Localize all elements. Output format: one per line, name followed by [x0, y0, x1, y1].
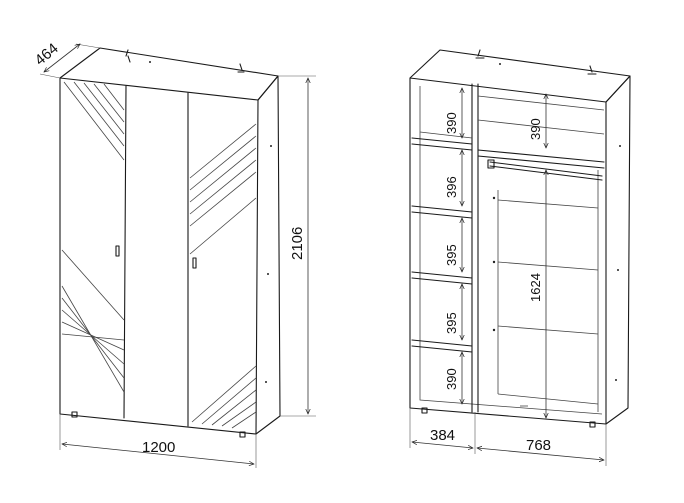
open-foot-left	[421, 407, 428, 414]
top-panel	[59, 47, 279, 101]
open-side-dot-3	[615, 379, 617, 381]
width-dim-line	[62, 444, 254, 464]
inner-dot-1	[492, 196, 496, 200]
side-dot-3	[265, 381, 267, 383]
handle-right	[192, 257, 197, 269]
rail-bracket-left	[487, 159, 495, 169]
top-dot	[149, 61, 151, 63]
open-carcass-front	[409, 77, 607, 425]
hanging-label: 1624	[528, 273, 543, 302]
handle-left	[115, 245, 120, 257]
foot-left	[71, 411, 78, 418]
right-top-shelf	[477, 149, 605, 169]
groove-right-top	[189, 123, 257, 255]
depth-dim-line	[44, 44, 80, 72]
groove-left-top	[63, 81, 125, 161]
width-label: 1200	[142, 439, 175, 456]
top-right-label: 390	[528, 118, 543, 140]
open-side-dot-1	[619, 145, 621, 147]
groove-right-bottom	[191, 365, 257, 429]
door-seam-left	[123, 85, 127, 419]
right-width-label: 768	[526, 437, 551, 454]
top-bracket-1	[125, 49, 131, 63]
center-divider	[471, 83, 479, 413]
closed-wardrobe-view: 464 2106 1200	[32, 40, 316, 468]
open-top-panel	[409, 49, 631, 103]
open-side-dot-2	[617, 269, 619, 271]
shelf-4-label: 395	[444, 312, 459, 334]
left-shelves	[411, 131, 473, 353]
right-width-dim-line	[477, 448, 604, 460]
foot-right	[239, 431, 246, 438]
side-dot-1	[270, 145, 272, 147]
inner-dot-2	[492, 260, 496, 264]
height-label: 2106	[289, 227, 306, 260]
top-bracket-2	[237, 63, 245, 73]
shelf-2-label: 396	[444, 176, 459, 198]
open-carcass-side	[605, 75, 631, 425]
depth-ext-1	[39, 73, 61, 79]
open-top-bracket-1	[475, 49, 485, 59]
side-dot-2	[267, 273, 269, 275]
left-width-dim-line	[412, 442, 473, 448]
front-frame	[59, 77, 259, 435]
open-top-bracket-2	[587, 65, 597, 75]
inner-dot-3	[492, 328, 496, 332]
side-panel	[255, 75, 281, 435]
shelf-1-label: 390	[444, 112, 459, 134]
back-panel-lines	[477, 95, 605, 405]
open-foot-right	[589, 421, 596, 428]
left-width-label: 384	[430, 427, 455, 444]
shelf-5-label: 390	[444, 368, 459, 390]
inner-back-outline	[419, 86, 603, 415]
depth-label: 464	[32, 40, 62, 69]
shelf-3-label: 395	[444, 244, 459, 266]
groove-left-bottom	[61, 285, 125, 393]
groove-left-center	[61, 249, 125, 321]
open-top-dot	[499, 63, 501, 65]
open-wardrobe-view: 390 396 395 395 390 390 1624 384 768	[409, 49, 631, 466]
